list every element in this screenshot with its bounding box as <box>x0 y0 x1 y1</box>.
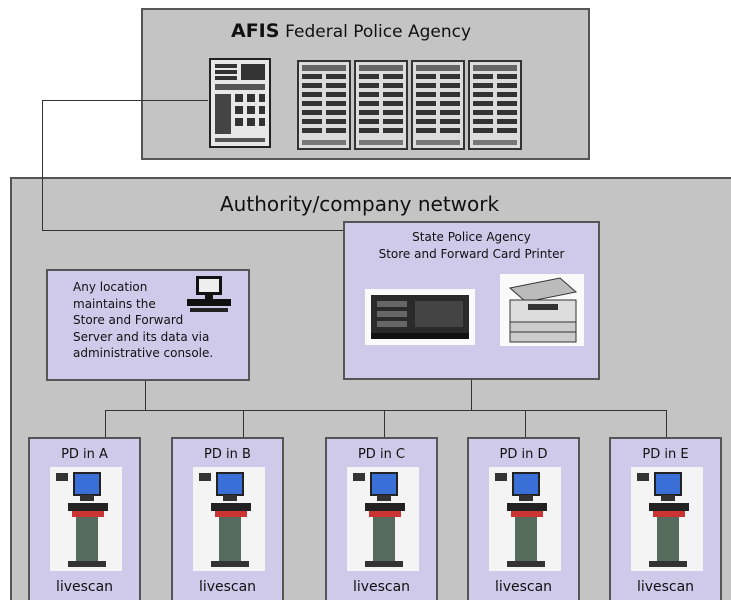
livescan-station-icon <box>489 467 561 571</box>
connector-pd-b <box>243 410 244 438</box>
state-agency-line2: Store and Forward Card Printer <box>378 247 565 261</box>
afis-title-rest: Federal Police Agency <box>285 22 472 42</box>
pd-node-e: PD in E livescan <box>609 437 722 600</box>
connector-to-state <box>42 230 344 231</box>
livescan-station-icon <box>347 467 419 571</box>
state-agency-node: State Police Agency Store and Forward Ca… <box>343 221 600 380</box>
pd-device: livescan <box>494 579 553 595</box>
any-location-text: Any location maintains the Store and For… <box>73 279 213 362</box>
network-title: Authority/company network <box>220 192 500 216</box>
desktop-computer-icon <box>187 276 231 312</box>
any-location-line: maintains the <box>73 296 156 311</box>
livescan-station-icon <box>631 467 703 571</box>
connector-pd-e <box>666 410 667 438</box>
pd-node-a: PD in A livescan <box>28 437 141 600</box>
pd-title: PD in B <box>204 447 251 462</box>
server-rack-icon <box>297 60 522 150</box>
connector-pd-d <box>525 410 526 438</box>
livescan-station-icon <box>50 467 122 571</box>
pd-node-b: PD in B livescan <box>171 437 284 600</box>
pd-device: livescan <box>55 579 114 595</box>
connector-left-down <box>42 100 43 230</box>
pd-title: PD in E <box>642 447 689 462</box>
any-location-line: administrative console. <box>73 346 214 360</box>
pd-title: PD in A <box>61 447 108 462</box>
pd-device: livescan <box>636 579 695 595</box>
storage-server-icon <box>365 289 475 345</box>
connector-state-down <box>471 380 472 411</box>
any-location-node: Any location maintains the Store and For… <box>46 269 250 381</box>
pd-device: livescan <box>198 579 257 595</box>
connector-pd-a <box>105 410 106 438</box>
card-printer-icon <box>500 274 584 346</box>
connector-afis-left <box>42 100 208 101</box>
afis-title: AFIS Federal Police Agency <box>231 20 471 42</box>
pd-node-c: PD in C livescan <box>325 437 438 600</box>
pd-title: PD in D <box>499 447 548 462</box>
afis-panel: AFIS Federal Police Agency <box>141 8 590 160</box>
pd-node-d: PD in D livescan <box>467 437 580 600</box>
connector-pd-c <box>384 410 385 438</box>
livescan-station-icon <box>193 467 265 571</box>
any-location-line: Any location <box>73 280 148 294</box>
any-location-line: Server and its data via <box>73 329 210 344</box>
pd-title: PD in C <box>357 447 406 462</box>
afis-server-icon <box>209 58 271 148</box>
state-agency-line1: State Police Agency <box>412 230 531 244</box>
afis-title-bold: AFIS <box>231 20 280 42</box>
connector-any-down <box>145 381 146 411</box>
any-location-line: Store and Forward <box>73 313 184 327</box>
connector-bus <box>105 410 667 411</box>
pd-device: livescan <box>352 579 411 595</box>
